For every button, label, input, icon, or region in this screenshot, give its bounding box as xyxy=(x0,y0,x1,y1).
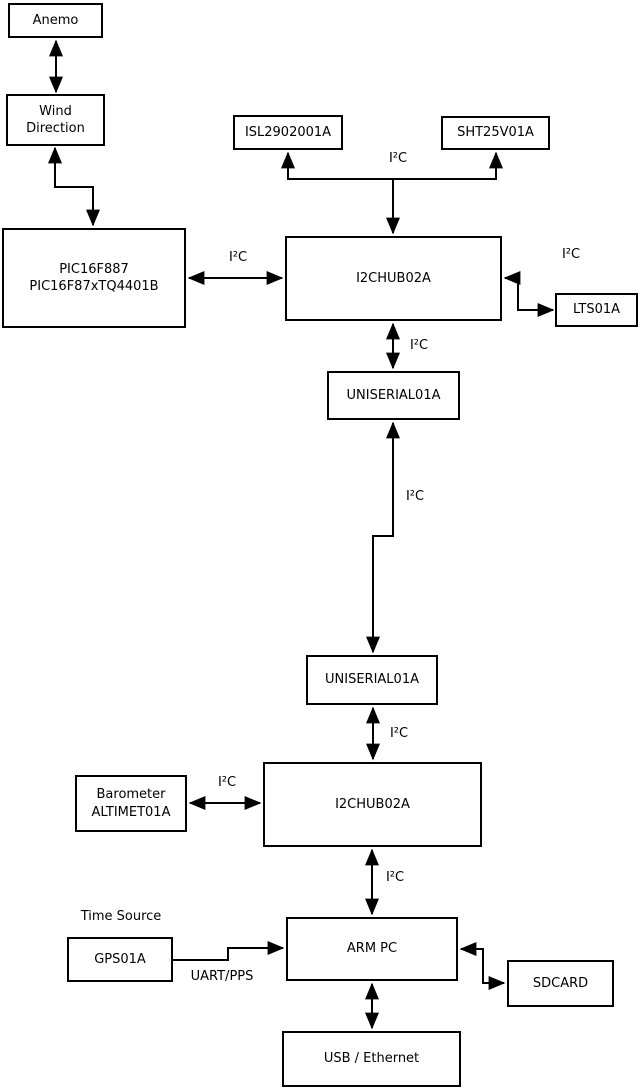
annotation-time-source: Time Source xyxy=(80,909,162,924)
node-barometer-label: Barometer ALTIMET01A xyxy=(91,787,171,820)
node-arm-pc-label: ARM PC xyxy=(346,941,398,957)
edge-label-i2c-uniserial2-hub2: I²C xyxy=(389,726,409,741)
node-i2chub-top: I2CHUB02A xyxy=(285,236,502,321)
node-barometer: Barometer ALTIMET01A xyxy=(75,775,187,832)
edge-label-i2c-hub1-lts: I²C xyxy=(561,247,581,262)
node-uniserial-top-label: UNISERIAL01A xyxy=(346,387,441,403)
node-isl2902001a: ISL2902001A xyxy=(233,115,343,150)
node-lts01a-label: LTS01A xyxy=(572,302,621,318)
node-wind-direction-label: Wind Direction xyxy=(26,103,85,136)
node-lts01a: LTS01A xyxy=(555,293,638,327)
node-isl2902001a-label: ISL2902001A xyxy=(244,124,332,140)
node-pic: PIC16F887 PIC16F87xTQ4401B xyxy=(2,228,186,328)
node-pic-label: PIC16F887 PIC16F87xTQ4401B xyxy=(29,261,159,294)
node-gps01a-label: GPS01A xyxy=(94,951,146,967)
node-usb-ethernet-label: USB / Ethernet xyxy=(323,1051,420,1067)
node-sdcard: SDCARD xyxy=(507,960,614,1007)
node-sdcard-label: SDCARD xyxy=(532,975,589,991)
node-i2chub-bottom: I2CHUB02A xyxy=(263,762,482,847)
edge-wind-pic xyxy=(48,146,100,227)
node-usb-ethernet: USB / Ethernet xyxy=(282,1031,461,1087)
edge-label-uart-pps: UART/PPS xyxy=(190,969,254,984)
node-uniserial-bottom-label: UNISERIAL01A xyxy=(325,672,419,688)
node-uniserial-top: UNISERIAL01A xyxy=(327,371,460,420)
edge-label-i2c-uniserial-link: I²C xyxy=(405,489,425,504)
node-i2chub-top-label: I2CHUB02A xyxy=(356,270,431,286)
node-arm-pc: ARM PC xyxy=(286,917,458,981)
node-sht25v01a-label: SHT25V01A xyxy=(457,125,534,141)
edge-label-i2c-hub1-uniserial1: I²C xyxy=(409,338,429,353)
node-sht25v01a: SHT25V01A xyxy=(441,116,550,150)
node-gps01a: GPS01A xyxy=(67,937,173,982)
node-wind-direction: Wind Direction xyxy=(6,94,105,146)
edge-arm-sdcard xyxy=(459,942,506,990)
edge-label-i2c-hub2-arm: I²C xyxy=(385,870,405,885)
edge-label-i2c-hub1-sensors: I²C xyxy=(388,151,408,166)
edge-uniserial1-uniserial2 xyxy=(366,421,400,654)
edge-hub1-lts xyxy=(503,271,555,317)
node-i2chub-bottom-label: I2CHUB02A xyxy=(335,796,410,812)
node-anemo: Anemo xyxy=(8,3,103,38)
edge-label-i2c-barometer-hub2: I²C xyxy=(217,775,237,790)
edge-label-i2c-pic-hub1: I²C xyxy=(228,250,248,265)
node-uniserial-bottom: UNISERIAL01A xyxy=(306,655,438,705)
node-anemo-label: Anemo xyxy=(32,12,79,28)
edge-gps-arm xyxy=(173,941,285,961)
